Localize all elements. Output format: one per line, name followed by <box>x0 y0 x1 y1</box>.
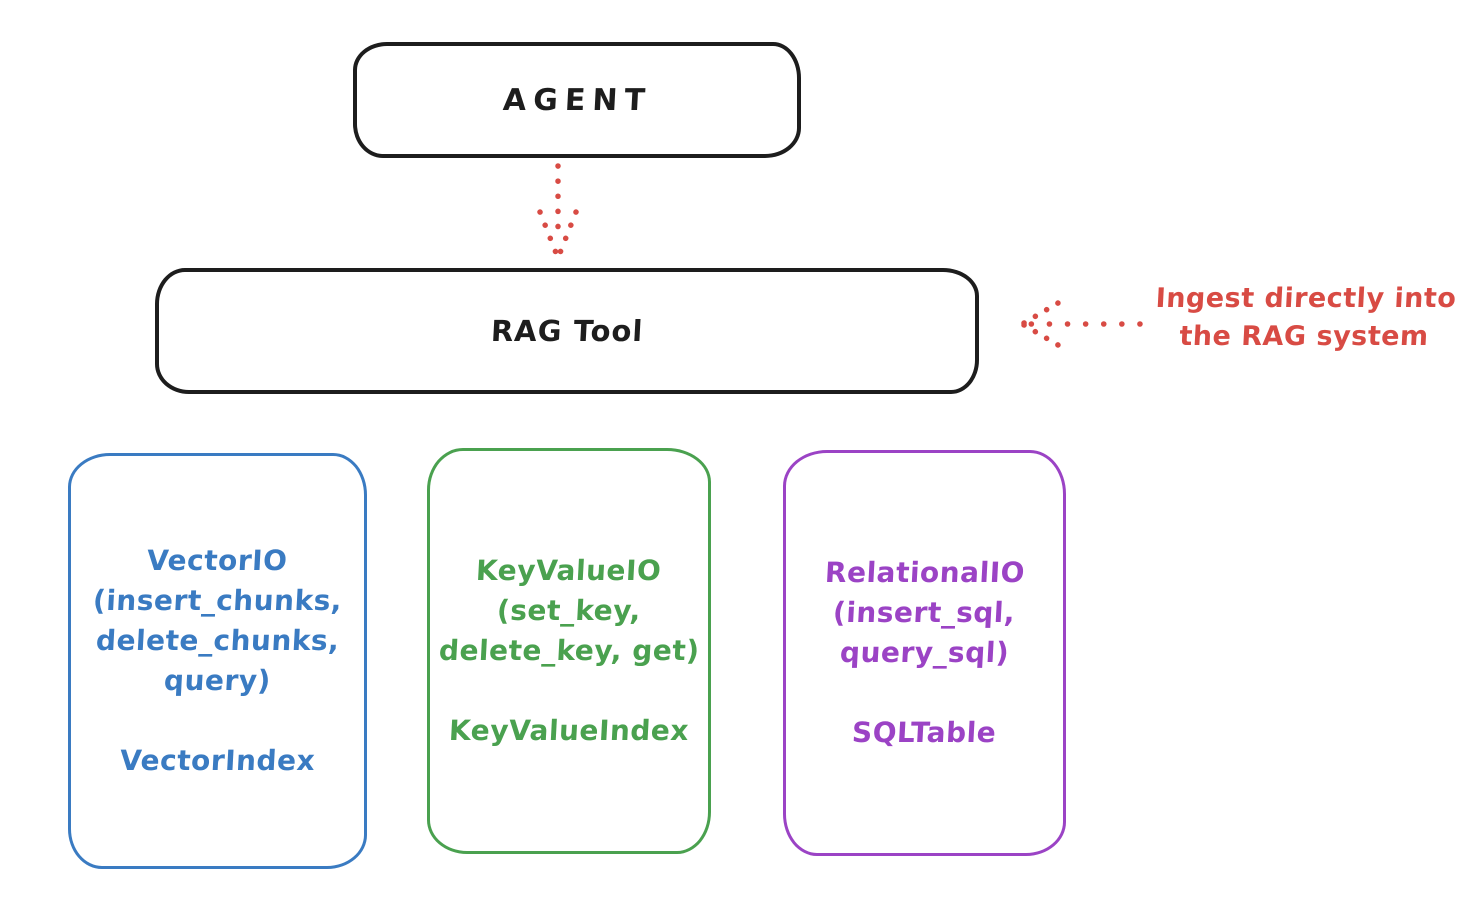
agent-to-ragtool-arrow-icon <box>532 162 584 266</box>
ingest-annotation: Ingest directly into the RAG system <box>1128 280 1482 356</box>
relational-io-methods-line1: (insert_sql, <box>832 596 1017 629</box>
ingest-annotation-line2: the RAG system <box>1178 321 1430 352</box>
sql-table-label: SQLTable <box>851 716 998 749</box>
vector-io-methods-line1: (insert_chunks, <box>92 584 343 617</box>
vector-index-label: VectorIndex <box>119 744 316 777</box>
annotation-to-ragtool-arrow-icon <box>1014 294 1144 354</box>
keyvalue-io-box: KeyValueIO (set_key, delete_key, get) Ke… <box>427 448 711 854</box>
relational-io-title: RelationalIO <box>823 556 1026 589</box>
vector-io-methods-line3: query) <box>163 664 272 697</box>
keyvalue-index-label: KeyValueIndex <box>448 714 690 747</box>
relational-io-box: RelationalIO (insert_sql, query_sql) SQL… <box>783 450 1066 856</box>
rag-tool-box-label: RAG Tool <box>489 314 645 348</box>
ingest-annotation-line1: Ingest directly into <box>1154 283 1458 314</box>
keyvalue-io-methods-line1: (set_key, <box>496 594 642 627</box>
vector-io-box: VectorIO (insert_chunks, delete_chunks, … <box>68 453 367 869</box>
keyvalue-io-methods-line2: delete_key, get) <box>437 634 701 667</box>
relational-io-methods-line2: query_sql) <box>839 636 1010 669</box>
agent-box: AGENT <box>353 42 801 158</box>
agent-box-label: AGENT <box>501 82 653 118</box>
keyvalue-io-title: KeyValueIO <box>475 554 663 587</box>
vector-io-title: VectorIO <box>146 544 289 577</box>
vector-io-methods-line2: delete_chunks, <box>94 624 341 657</box>
rag-tool-box: RAG Tool <box>155 268 979 394</box>
